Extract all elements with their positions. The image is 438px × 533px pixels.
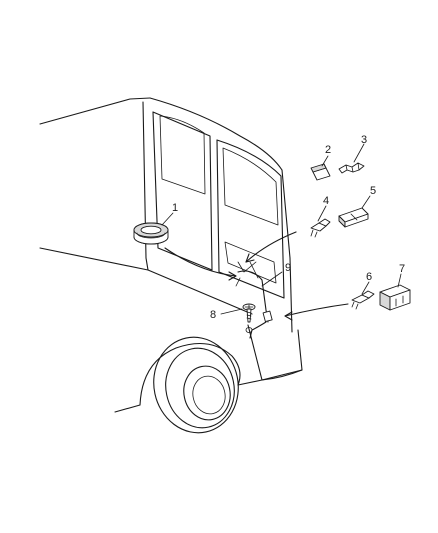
- rear-wheel: [153, 336, 239, 434]
- terminal-lock-part: [338, 143, 365, 174]
- grommet-part: [133, 212, 174, 245]
- callout-1: 1: [172, 202, 178, 214]
- callout-9: 9: [285, 262, 291, 274]
- callout-labels: 1 2 3 4 5 6 7 8 9: [172, 134, 405, 321]
- arrow-connector-to-harness: [245, 231, 297, 263]
- connector-housing-part-7: [379, 273, 411, 311]
- arrow-terminal-to-harness: [284, 303, 349, 321]
- callout-2: 2: [325, 144, 331, 156]
- arrow-grommet-to-harness: [164, 247, 237, 281]
- connector-cover-part: [310, 155, 331, 181]
- callout-8: 8: [210, 309, 216, 321]
- callout-6: 6: [366, 271, 372, 283]
- callout-4: 4: [323, 195, 329, 207]
- screw-part: [220, 303, 256, 323]
- callout-3: 3: [361, 134, 367, 146]
- wiring-harness: [235, 261, 283, 339]
- van-body: [39, 97, 303, 413]
- callout-7: 7: [399, 263, 405, 275]
- callout-5: 5: [370, 185, 376, 197]
- connector-part-5: [338, 195, 371, 228]
- terminal-part-4: [310, 205, 331, 238]
- terminal-part-6: [351, 281, 375, 310]
